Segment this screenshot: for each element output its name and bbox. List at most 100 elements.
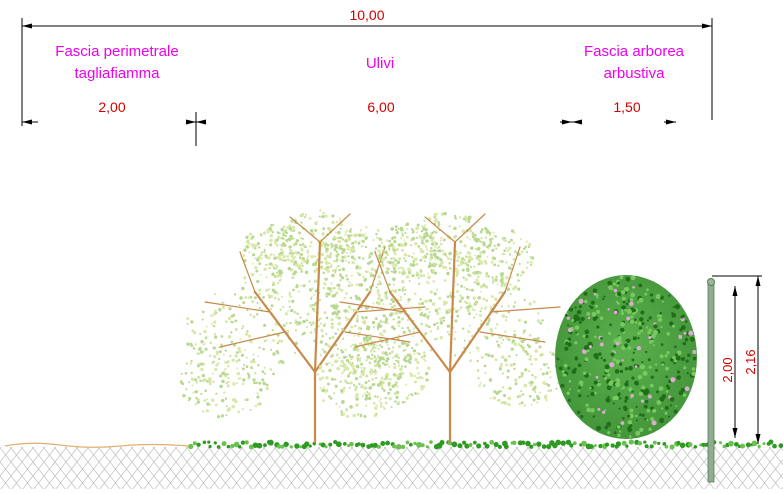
shrub-leaf xyxy=(619,397,622,400)
olive-leaf xyxy=(547,383,551,387)
olive-leaf xyxy=(507,304,510,308)
shrub-leaf xyxy=(635,381,639,386)
olive-leaf xyxy=(490,260,494,264)
shrub-leaf xyxy=(578,386,581,389)
shrub-leaf xyxy=(629,301,634,307)
olive-leaf xyxy=(215,312,218,314)
olive-leaf xyxy=(528,357,532,361)
olive-leaf xyxy=(362,338,366,342)
olive-leaf xyxy=(473,280,477,284)
olive-leaf xyxy=(388,365,391,368)
olive-leaf xyxy=(482,284,486,287)
olive-leaf xyxy=(397,227,400,230)
grass-tuft xyxy=(207,440,211,444)
grass-tuft xyxy=(588,444,594,450)
shrub-leaf xyxy=(609,380,614,385)
shrub-leaf xyxy=(672,356,676,360)
olive-leaf xyxy=(308,321,312,324)
olive-leaf xyxy=(230,331,233,334)
olive-leaf xyxy=(465,261,469,265)
olive-leaf xyxy=(489,238,493,242)
olive-leaf xyxy=(436,322,439,325)
olive-leaf xyxy=(255,269,259,273)
olive-leaf xyxy=(369,272,373,275)
olive-leaf xyxy=(266,231,270,234)
olive-leaf xyxy=(491,248,495,252)
olive-leaf xyxy=(542,381,546,385)
olive-leaf xyxy=(487,353,491,358)
shrub-leaf xyxy=(648,427,652,431)
olive-leaf xyxy=(395,258,398,261)
olive-leaf xyxy=(211,314,214,317)
shrub-leaf xyxy=(631,358,635,362)
olive-leaf xyxy=(474,254,476,257)
shrub-leaf xyxy=(584,357,589,362)
olive-leaf xyxy=(432,269,436,273)
grass-tuft xyxy=(532,442,537,447)
olive-leaf xyxy=(545,362,549,366)
olive-leaf xyxy=(368,386,373,390)
olive-leaf xyxy=(482,297,486,301)
olive-leaf xyxy=(252,253,256,257)
olive-leaf xyxy=(455,274,458,277)
olive-leaf xyxy=(224,397,228,400)
olive-leaf xyxy=(356,309,359,312)
shrub-leaf xyxy=(627,420,633,425)
zone-label-perimetrale-2: tagliafiamma xyxy=(74,65,160,82)
olive-leaf xyxy=(265,276,268,279)
olive-leaf xyxy=(415,226,419,231)
olive-leaf xyxy=(549,370,552,373)
olive-leaf xyxy=(238,304,241,307)
olive-leaf xyxy=(186,317,190,321)
olive-leaf xyxy=(287,259,290,262)
olive-leaf xyxy=(258,262,262,266)
olive-leaf xyxy=(379,401,383,405)
grass-tuft xyxy=(263,443,267,447)
olive-branch xyxy=(344,331,411,343)
shrub-leaf xyxy=(637,374,643,380)
grass-tuft xyxy=(328,442,333,447)
olive-leaf xyxy=(327,286,332,291)
olive-leaf xyxy=(442,300,446,304)
olive-leaf xyxy=(294,319,298,322)
olive-leaf xyxy=(365,339,369,342)
olive-leaf xyxy=(549,376,552,379)
shrub-leaf xyxy=(608,285,613,290)
olive-leaf xyxy=(433,323,437,327)
olive-leaf xyxy=(422,242,426,246)
olive-leaf xyxy=(306,251,310,254)
olive-leaf xyxy=(480,355,484,359)
olive-leaf xyxy=(384,294,388,298)
olive-leaf xyxy=(448,225,451,228)
olive-leaf xyxy=(436,325,439,328)
olive-leaf xyxy=(418,375,423,380)
shrub-leaf xyxy=(615,300,619,303)
shrub-leaf xyxy=(594,304,599,308)
olive-leaf xyxy=(337,283,341,287)
olive-leaf xyxy=(427,282,430,285)
olive-leaf xyxy=(501,355,505,359)
olive-leaf xyxy=(420,387,424,391)
shrub-leaf xyxy=(587,395,590,398)
olive-leaf xyxy=(204,336,208,340)
shrub-leaf xyxy=(605,397,611,403)
olive-leaf xyxy=(291,237,294,241)
olive-leaf xyxy=(325,376,329,380)
shrub-leaf xyxy=(578,380,584,386)
shrub-leaf xyxy=(644,400,649,404)
olive-leaf xyxy=(467,330,471,334)
olive-leaf xyxy=(507,266,512,270)
olive-leaf xyxy=(521,270,524,272)
olive-leaf xyxy=(479,290,482,293)
olive-leaf xyxy=(370,349,373,352)
shrub-leaf xyxy=(574,341,578,345)
olive-leaf xyxy=(434,245,437,248)
olive-leaf xyxy=(513,285,517,290)
total-dim-arrow-left xyxy=(22,23,32,29)
olive-leaf xyxy=(462,268,465,272)
olive-leaf xyxy=(382,406,385,408)
grass-tuft xyxy=(484,443,490,449)
olive-leaf xyxy=(268,266,271,270)
shrub-leaf xyxy=(682,393,687,397)
olive-leaf xyxy=(409,263,413,267)
